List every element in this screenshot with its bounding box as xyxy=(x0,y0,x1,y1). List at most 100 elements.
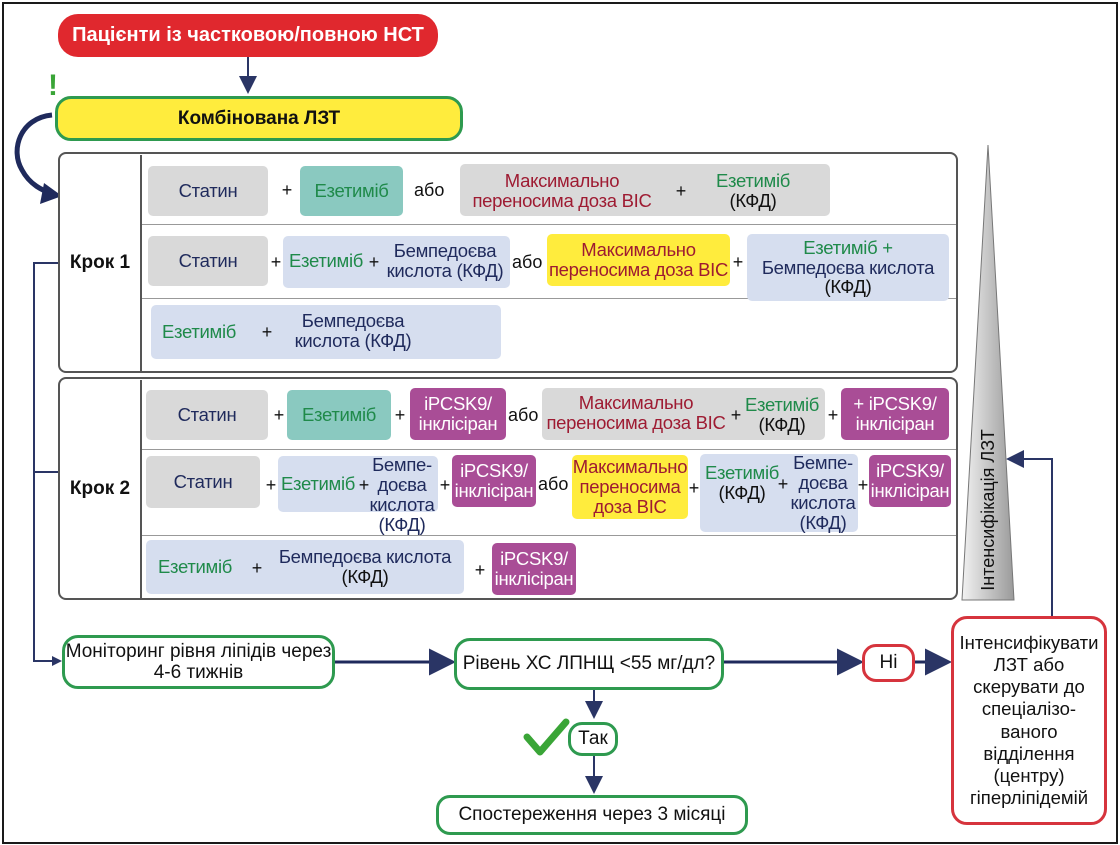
s1r2-statin: Статин xyxy=(148,236,268,286)
ldl-question-node: Рівень ХС ЛПНЩ <55 мг/дл? xyxy=(454,638,724,690)
s1r1-plus1: + xyxy=(281,180,293,200)
s2r2-plus2: + xyxy=(358,475,370,495)
title-label: Пацієнти із частковою/повною НСТ xyxy=(72,24,424,47)
s2r2-ezet-bemp-box xyxy=(278,456,438,512)
s2r1-plus2: + xyxy=(394,405,406,425)
s2r2-maxdose-text: Максимально переносима доза ВІС xyxy=(572,456,688,517)
s1r2-ezet-bemp-text1: Езетиміб + xyxy=(803,236,893,258)
s2r2-pcsk9b: iPCSK9/ інклісіран xyxy=(869,455,951,507)
exclamation-icon: ! xyxy=(44,66,62,106)
s1r1-maxdose: Максимально переносима доза ВІС xyxy=(462,166,662,216)
s1r2-bempedoic-text: Бемпедоєва кислота (КФД) xyxy=(386,240,504,281)
s1r2-maxdose: Максимально переносима доза ВІС xyxy=(547,234,730,286)
no-node: Ні xyxy=(862,644,915,682)
s2r1-maxdose: Максимально переносима доза ВІС xyxy=(542,388,730,438)
step1-label: Крок 1 xyxy=(60,155,142,371)
s2r2-ezet-bemp-box2 xyxy=(700,454,858,532)
s1r1-ezetimibe2-text: Езетиміб xyxy=(715,170,791,192)
s2r2-bempedoic2: Бемпе-доєва кислота (КФД) xyxy=(788,452,858,533)
exclamation-mark: ! xyxy=(48,69,58,103)
s2r1-ezetimibe2-text: Езетиміб xyxy=(744,394,820,416)
title-node: Пацієнти із частковою/повною НСТ xyxy=(58,14,438,57)
s1r1-plus2: + xyxy=(675,181,687,201)
s1r3-bempedoic-text: Бемпедоєва кислота (КФД) xyxy=(294,310,412,351)
yes-node: Так xyxy=(568,722,618,756)
s1r3-box xyxy=(151,305,501,359)
s2r2-bempedoic-text: Бемпе-доєва кислота (КФД) xyxy=(369,454,435,535)
s1r2-statin-text: Статин xyxy=(178,250,238,272)
s1r2-ezet-bemp: Езетиміб + Бемпедоєва кислота (КФД) xyxy=(747,234,949,301)
s2r3-ezetimibe-text: Езетиміб xyxy=(157,556,233,578)
s1r2-maxdose-text: Максимально переносима доза ВІС xyxy=(548,239,729,280)
s1r3-ezetimibe: Езетиміб xyxy=(153,307,245,357)
s2r1-statin-text: Статин xyxy=(177,404,237,426)
s2r2-bempedoic2-text: Бемпе-доєва кислота (КФД) xyxy=(790,452,856,533)
s1r2-bempedoic: Бемпедоєва кислота (КФД) xyxy=(380,236,510,286)
observation-node: Спостереження через 3 місяці xyxy=(436,795,748,835)
s1r3-plus: + xyxy=(261,322,273,342)
s1r2-plus1: + xyxy=(270,252,282,272)
s2r3-box xyxy=(146,540,464,594)
ldl-question-text: Рівень ХС ЛПНЩ <55 мг/дл? xyxy=(462,653,716,675)
s2r1-fdc-text: (КФД) xyxy=(758,414,806,435)
s2r2-plus1: + xyxy=(265,475,277,495)
s2r1-combo-box xyxy=(542,388,825,440)
s2r3-plus1: + xyxy=(251,558,263,578)
intensify-node: Інтенсифікувати ЛЗТ або скерувати до спе… xyxy=(951,616,1107,825)
s2r1-maxdose-text: Максимально переносима доза ВІС xyxy=(546,392,726,433)
s2r2-or: або xyxy=(538,474,569,494)
s2r1-plus4: + xyxy=(827,405,839,425)
s2r3-pcsk9: iPCSK9/ інклісіран xyxy=(492,543,576,595)
s2r2-bempedoic: Бемпе-доєва кислота (КФД) xyxy=(368,454,436,535)
combined-therapy-node: Комбінована ЛЗТ xyxy=(55,96,463,141)
s1r2-ezetimibe-text: Езетиміб xyxy=(288,250,364,272)
s2r2-ezetimibe-text: Езетиміб xyxy=(280,473,356,495)
s2r2-ezetimibe-fdc: Езетиміб (КФД) xyxy=(700,458,784,508)
s1r2-ezet-bemp-box xyxy=(283,236,510,288)
s2r2-ezetimibe2-text: Езетиміб xyxy=(704,462,780,484)
monitoring-node: Моніторинг рівня ліпідів через 4-6 тижні… xyxy=(62,635,335,689)
s2r1-ezetimibe-text: Езетиміб xyxy=(301,404,377,426)
s1r1-statin: Статин xyxy=(148,166,268,216)
s2r1-or: або xyxy=(508,405,539,425)
s1r2-or: або xyxy=(512,252,543,272)
s2r1-statin: Статин xyxy=(146,390,268,440)
s2r2-plus6: + xyxy=(857,475,869,495)
step2-label: Крок 2 xyxy=(60,380,142,598)
s2r3-fdc-text: (КФД) xyxy=(341,566,389,587)
s2r2-statin: Статин xyxy=(146,456,260,508)
s2r2-maxdose: Максимально переносима доза ВІС xyxy=(572,455,688,519)
s1r1-ezetimibe-fdc: Езетиміб (КФД) xyxy=(698,166,808,216)
s2r3-bempedoic-text: Бемпедоєва кислота xyxy=(278,546,452,568)
no-text: Ні xyxy=(879,652,898,674)
monitoring-text: Моніторинг рівня ліпідів через 4-6 тижні… xyxy=(65,640,332,683)
s1r1-ezetimibe-text: Езетиміб xyxy=(314,180,389,202)
s2r3-pcsk9-text: iPCSK9/ інклісіран xyxy=(494,548,574,589)
s2r3-ezetimibe: Езетиміб xyxy=(150,542,240,592)
s1r1-combo-box xyxy=(460,164,830,216)
check-icon xyxy=(523,718,570,756)
s1r1-maxdose-text: Максимально переносима доза ВІС xyxy=(472,170,652,211)
s2r1-pcsk9b-text: + iPCSK9/ інклісіран xyxy=(853,393,937,434)
observation-text: Спостереження через 3 місяці xyxy=(458,804,726,826)
s2r2-pcsk9-text: iPCSK9/ інклісіран xyxy=(454,460,534,501)
s2r3-plus2: + xyxy=(474,560,486,580)
s1r1-statin-text: Статин xyxy=(178,180,238,202)
intensification-label: Інтенсифікація ЛЗТ xyxy=(976,410,1000,610)
s1r1-fdc-text: (КФД) xyxy=(729,190,777,211)
s1r2-ezetimibe: Езетиміб xyxy=(285,236,367,286)
intensify-text: Інтенсифікувати ЛЗТ або скерувати до спе… xyxy=(959,631,1099,809)
s2r2-fdc-text: (КФД) xyxy=(718,482,766,503)
s2r3-bempedoic: Бемпедоєва кислота (КФД) xyxy=(268,542,462,592)
s2r2-ezetimibe: Езетиміб xyxy=(278,460,358,508)
curved-arrow xyxy=(14,112,55,198)
combined-label: Комбінована ЛЗТ xyxy=(177,107,341,129)
s1r2-fdc-text: (КФД) xyxy=(824,276,872,298)
s2r2-pcsk9b-text: iPCSK9/ інклісіран xyxy=(870,460,950,501)
s1r2-ezet-bemp-text2: Бемпедоєва кислота xyxy=(761,256,935,278)
s2r2-plus4: + xyxy=(688,478,700,498)
s1r2-plus3: + xyxy=(732,252,744,272)
